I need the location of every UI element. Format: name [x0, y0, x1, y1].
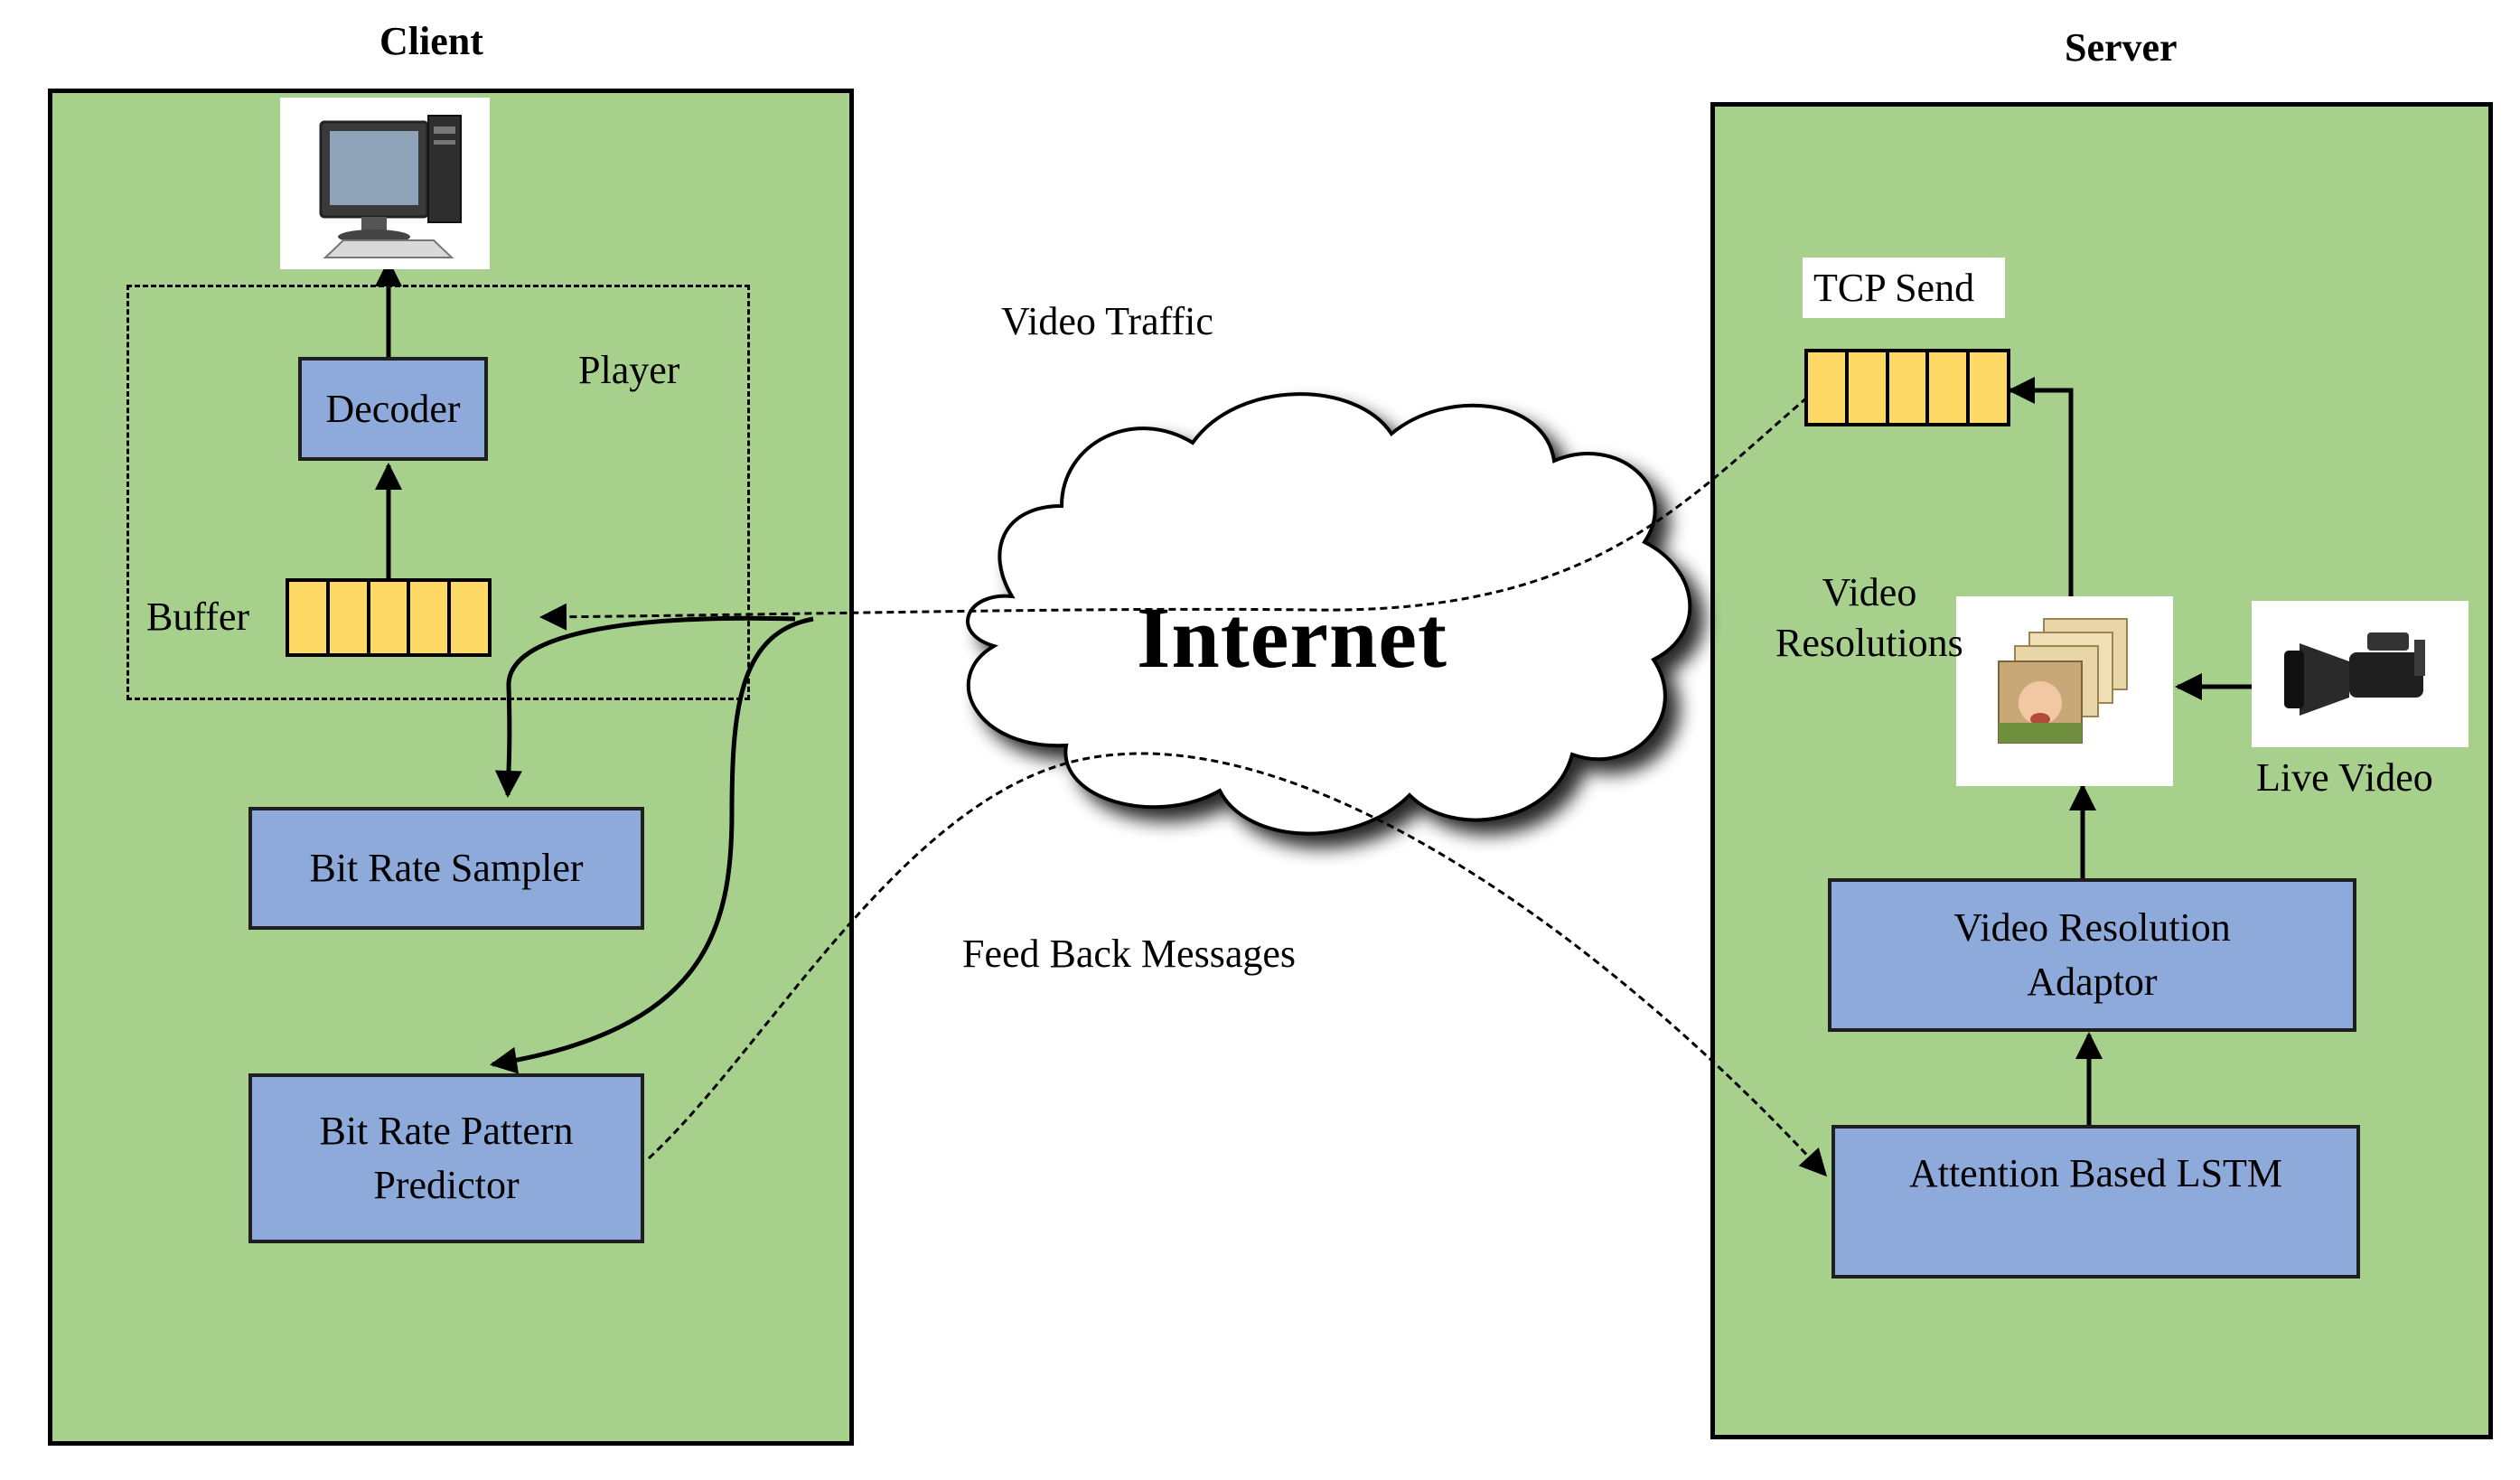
attention-lstm-box: Attention Based LSTM	[1831, 1125, 2360, 1279]
tcp-slot	[1849, 352, 1889, 423]
buffer-slot	[289, 582, 330, 653]
tcp-slot	[1889, 352, 1930, 423]
tcp-slot	[1970, 352, 2007, 423]
tcp-send-label: TCP Send	[1803, 258, 2005, 318]
sampler-label: Bit Rate Sampler	[309, 846, 584, 890]
internet-label: Internet	[1137, 589, 1447, 686]
buffer-slot	[370, 582, 411, 653]
video-traffic-path	[539, 396, 1808, 631]
bit-rate-pattern-predictor-box: Bit Rate Pattern Predictor	[248, 1073, 644, 1243]
live-video-label: Live Video	[2256, 755, 2433, 800]
video-resolution-adaptor-box: Video Resolution Adaptor	[1828, 878, 2356, 1032]
internet-cloud-icon	[966, 392, 1692, 836]
resolutions-label-line1: Video	[1822, 570, 1917, 614]
feedback-path	[647, 752, 1828, 1177]
buffer-slot	[451, 582, 488, 653]
adaptor-label-line2: Adaptor	[2027, 960, 2158, 1004]
decoder-label: Decoder	[325, 386, 461, 431]
video-frames-icon	[1956, 596, 2173, 786]
feedback-label: Feed Back Messages	[962, 932, 1297, 976]
buffer-to-sampler-arrow	[494, 615, 796, 798]
client-title: Client	[379, 19, 483, 63]
player-region	[126, 285, 750, 700]
adaptor-label-line1: Video Resolution	[1953, 905, 2231, 950]
buffer-slot	[330, 582, 370, 653]
resolutions-label-line2: Resolutions	[1775, 621, 1963, 665]
server-title: Server	[2065, 25, 2178, 70]
bit-rate-sampler-box: Bit Rate Sampler	[248, 807, 644, 930]
predictor-label-line1: Bit Rate Pattern	[319, 1109, 574, 1153]
player-label: Player	[578, 348, 680, 392]
buffer-to-predictor-arrow	[490, 616, 814, 1074]
client-buffer-queue	[286, 578, 492, 657]
buffer-slot	[410, 582, 452, 653]
tcp-slot	[1808, 352, 1849, 423]
decoder-box: Decoder	[298, 357, 488, 461]
resolutions-to-tcp-arrow	[2008, 377, 2074, 598]
tcp-slot	[1929, 352, 1971, 423]
tcp-send-queue	[1804, 349, 2010, 426]
video-traffic-label: Video Traffic	[1001, 299, 1213, 343]
buffer-label: Buffer	[146, 595, 250, 639]
desktop-computer-icon	[280, 98, 490, 269]
video-resolutions-label: Video Resolutions	[1775, 567, 1963, 669]
video-camera-icon	[2252, 601, 2468, 747]
lstm-label: Attention Based LSTM	[1908, 1151, 2283, 1195]
predictor-label-line2: Predictor	[373, 1163, 520, 1207]
